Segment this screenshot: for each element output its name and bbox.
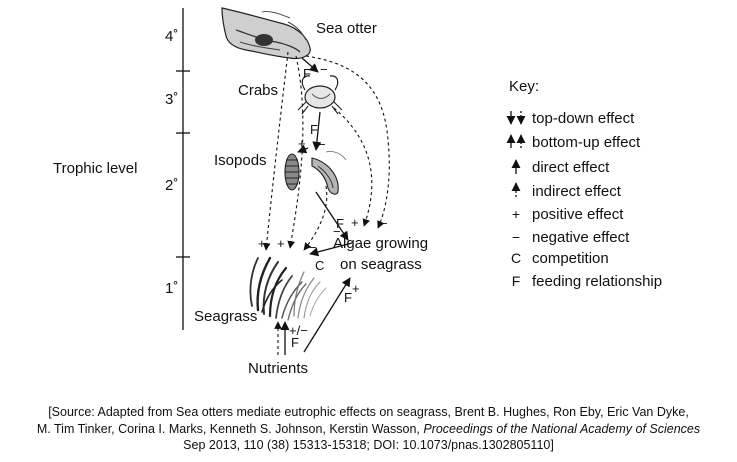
trophic-level-axis-title: Trophic level xyxy=(53,160,138,177)
feeding-symbol: F xyxy=(511,273,521,289)
sea-otter-illustration xyxy=(221,7,311,60)
isopod-to-seagrass-indirect-arrow xyxy=(303,185,328,251)
isopod-to-algae-arrow xyxy=(315,191,349,241)
mark-negative-algae: − xyxy=(380,216,388,231)
algae-label-line2: on seagrass xyxy=(340,256,422,273)
key-item-negative: − negative effect xyxy=(505,227,629,247)
mark-positive-nutrients-algae: + xyxy=(352,281,360,296)
key-title-colon: : xyxy=(534,78,540,95)
key-item-indirect: indirect effect xyxy=(505,181,621,201)
trophic-level-4-label: 4˚ xyxy=(165,28,179,45)
seagrass-label: Seagrass xyxy=(194,308,258,325)
otter-to-crab-arrow xyxy=(301,57,319,73)
minus-symbol: − xyxy=(511,229,521,245)
key-item-positive: + positive effect xyxy=(505,204,624,224)
source-line-1: [Source: Adapted from Sea otters mediate… xyxy=(48,405,689,419)
key-item-feeding: F feeding relationship xyxy=(505,271,662,291)
nutrients-to-algae-arrow xyxy=(303,277,351,353)
algae-to-seagrass-arrow xyxy=(309,242,353,257)
key-item-label: competition xyxy=(532,249,609,267)
source-line-2: M. Tim Tinker, Corina I. Marks, Kenneth … xyxy=(0,421,737,438)
key-item-label: negative effect xyxy=(532,228,630,246)
trophic-level-3-label: 3˚ xyxy=(165,91,179,108)
mark-feeding-nutrients-algae: F xyxy=(344,290,352,305)
nutrients-label: Nutrients xyxy=(248,360,309,377)
crab-illustration xyxy=(297,75,343,115)
isopods-illustration xyxy=(284,151,347,195)
mark-positive-seagrass-2: + xyxy=(277,236,285,251)
key-item-label: bottom-up effect xyxy=(532,133,641,151)
key-item-bottom-up: bottom-up effect xyxy=(505,132,640,152)
mark-feeding-nutrients-seagrass: F xyxy=(291,335,299,350)
otter-to-seagrass-indirect-arrow xyxy=(262,51,289,251)
trophic-level-2-label: 2˚ xyxy=(165,177,179,194)
key-item-competition: C competition xyxy=(505,248,609,268)
mark-negative-isopod: − xyxy=(318,137,326,152)
competition-symbol: C xyxy=(510,250,522,266)
trophic-level-1-label: 1˚ xyxy=(165,280,179,297)
mark-positive-isopod: + xyxy=(298,136,306,151)
mark-negative-seagrass: − xyxy=(309,240,317,255)
key-item-label: direct effect xyxy=(532,158,610,176)
crab-to-algae-indirect-arrow xyxy=(333,107,373,227)
source-journal: Proceedings of the National Academy of S… xyxy=(423,421,701,436)
key-title: Key: xyxy=(509,78,539,95)
key-item-label: feeding relationship xyxy=(532,272,663,290)
key-title-text: Key xyxy=(509,78,535,95)
mark-plus-minus-nutrients: +/− xyxy=(289,323,308,338)
source-citation: [Source: Adapted from Sea otters mediate… xyxy=(0,404,737,454)
key-item-label: indirect effect xyxy=(532,182,621,200)
mark-negative-isopod-algae: − xyxy=(333,224,341,239)
key-item-label: positive effect xyxy=(532,205,624,223)
crab-to-small-isopod-arrow xyxy=(297,144,309,154)
key-item-top-down: top-down effect xyxy=(505,108,634,128)
algae-label-line1: Algae growing xyxy=(333,235,429,252)
mark-feeding-crab-isopod: F xyxy=(310,122,318,137)
isopods-label: Isopods xyxy=(214,152,267,169)
plus-symbol: + xyxy=(511,206,521,222)
key-item-label: top-down effect xyxy=(532,109,635,127)
mark-feeding-isopod-algae: F xyxy=(336,216,344,231)
mark-positive-seagrass-1: + xyxy=(258,236,266,251)
mark-feeding-otter-crab: F xyxy=(303,66,311,81)
mark-positive-algae: + xyxy=(351,215,359,230)
crabs-label: Crabs xyxy=(238,82,279,99)
source-authors: M. Tim Tinker, Corina I. Marks, Kenneth … xyxy=(36,421,424,436)
mark-negative-otter-crab: − xyxy=(320,62,328,77)
otter-to-seagrass-indirect-arrow-2 xyxy=(287,55,304,249)
seagrass-illustration xyxy=(249,256,327,321)
source-line-3: Sep 2013, 110 (38) 15313-15318; DOI: 10.… xyxy=(183,438,554,452)
key-item-direct: direct effect xyxy=(505,157,609,177)
crab-to-isopod-arrow xyxy=(312,111,322,151)
mark-competition: C xyxy=(315,258,325,273)
sea-otter-label: Sea otter xyxy=(316,20,377,37)
